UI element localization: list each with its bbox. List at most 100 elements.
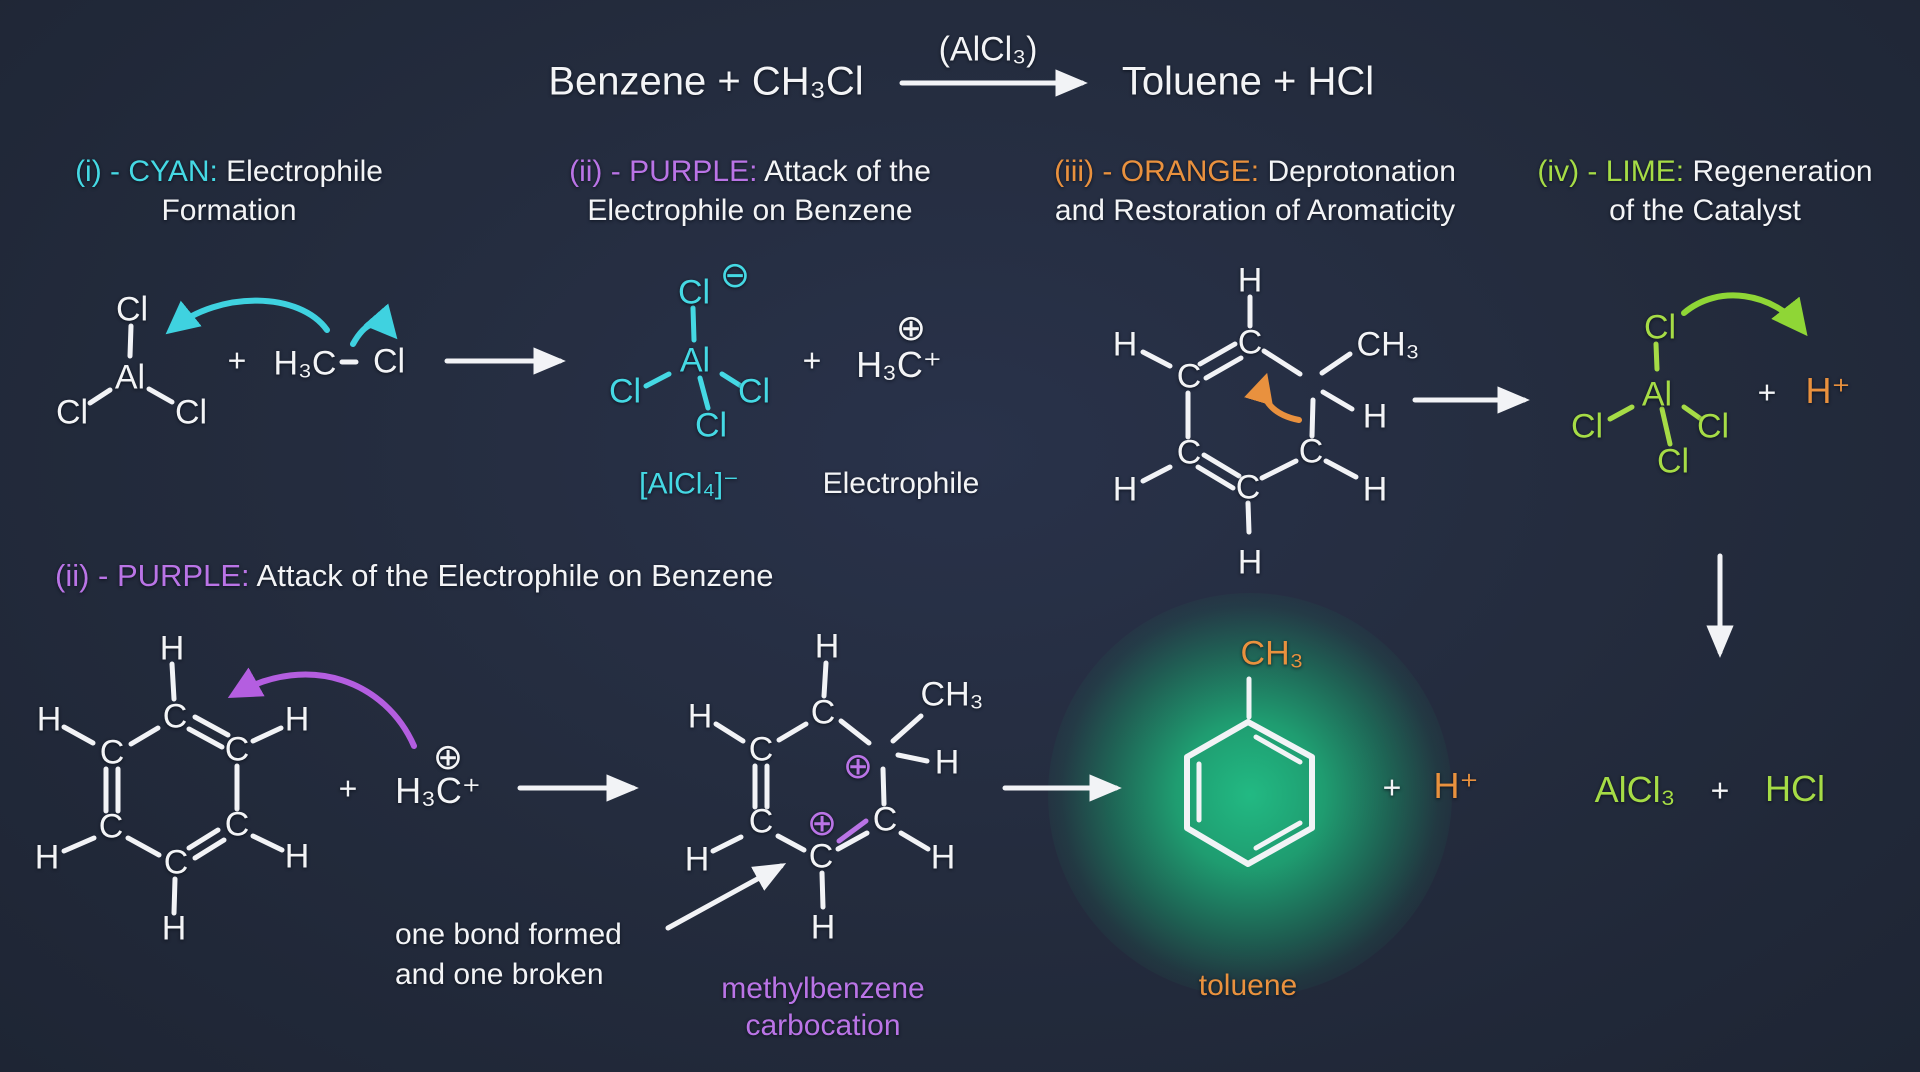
atom-cl: Cl xyxy=(1696,407,1730,446)
heading-step1-prefix: (i) - CYAN: xyxy=(75,155,218,188)
atom-cl: Cl xyxy=(1643,308,1677,347)
atom-h: H xyxy=(687,697,713,736)
heading-step2-full-prefix: (ii) - PURPLE: xyxy=(55,558,250,593)
title-reactants: Benzene + CH₃Cl xyxy=(548,59,864,104)
atom-h3c: H₃C xyxy=(273,344,337,383)
atom-cl: Cl xyxy=(1656,442,1690,481)
plus-charge-icon: ⊕ xyxy=(432,736,464,777)
atom-h: H xyxy=(284,700,310,739)
atom-h: H xyxy=(1112,325,1138,364)
heading-step1-text: Electrophile xyxy=(226,155,383,188)
heading-step3-prefix: (iii) - ORANGE: xyxy=(1054,155,1260,188)
atom-c: C xyxy=(808,837,834,876)
heading-step3: (iii) - ORANGE: Deprotonation and Restor… xyxy=(1025,152,1485,230)
toluene-label: toluene xyxy=(1198,969,1298,1002)
atom-h: H xyxy=(36,700,62,739)
atom-h: H xyxy=(1362,470,1388,509)
atom-cl: Cl xyxy=(1570,407,1604,446)
atom-h: H xyxy=(1362,397,1388,436)
atom-c: C xyxy=(224,805,250,844)
atom-h: H xyxy=(810,908,836,947)
heading-step4-line2: of the Catalyst xyxy=(1609,194,1801,227)
plus-charge-icon: ⊕ xyxy=(806,802,838,843)
cyan-curved-arrow-large xyxy=(165,297,330,335)
atom-c: C xyxy=(748,802,774,841)
atom-h: H xyxy=(814,627,840,666)
atom-c: C xyxy=(1176,433,1202,472)
atom-h: H xyxy=(161,909,187,948)
carbocation-label-line2: carbocation xyxy=(745,1009,901,1042)
methyl-group: CH₃ xyxy=(1356,325,1420,364)
title-catalyst: (AlCl₃) xyxy=(938,30,1038,69)
cyan-curved-arrow-small xyxy=(350,303,398,347)
atom-c: C xyxy=(1237,323,1263,362)
atom-c: C xyxy=(98,807,124,846)
purple-partial-bond xyxy=(836,818,869,844)
heading-step2-text: Attack of the xyxy=(764,155,931,188)
electrophile-caption: Electrophile xyxy=(822,467,980,500)
annotation-line1: one bond formed xyxy=(395,918,622,951)
atom-al: Al xyxy=(1641,375,1673,414)
atom-c: C xyxy=(1298,432,1324,471)
atom-c: C xyxy=(748,730,774,769)
atom-cl: Cl xyxy=(677,273,711,312)
plus-charge-icon: ⊕ xyxy=(895,307,927,348)
atom-h: H xyxy=(34,838,60,877)
atom-c: C xyxy=(163,843,189,882)
methyl-cation-formula: H₃C⁺ xyxy=(395,770,481,811)
atom-cl: Cl xyxy=(608,372,642,411)
methyl-cation-formula: H₃C⁺ xyxy=(856,344,942,385)
atom-c: C xyxy=(810,693,836,732)
atom-c: C xyxy=(224,730,250,769)
atom-h: H xyxy=(1237,543,1263,582)
annotation-line2: and one broken xyxy=(395,958,604,991)
plus-sign: + xyxy=(802,342,822,379)
alcl4-label: [AlCl₄]⁻ xyxy=(639,467,739,501)
plus-sign: + xyxy=(1382,769,1402,806)
proton-label: H⁺ xyxy=(1805,370,1851,411)
atom-cl: Cl xyxy=(55,393,89,432)
plus-sign: + xyxy=(227,342,247,379)
atom-c: C xyxy=(99,733,125,772)
heading-step2-full-text: Attack of the Electrophile on Benzene xyxy=(256,558,774,593)
heading-step2: (ii) - PURPLE: Attack of the Electrophil… xyxy=(520,152,980,230)
methyl-group: CH₃ xyxy=(1240,634,1304,673)
carbocation-label-line1: methylbenzene xyxy=(721,972,925,1005)
atom-h: H xyxy=(1112,470,1138,509)
atom-cl: Cl xyxy=(115,290,149,329)
heading-step2-line2: Electrophile on Benzene xyxy=(587,194,913,227)
heading-step4-prefix: (iv) - LIME: xyxy=(1537,155,1685,188)
atom-h: H xyxy=(684,840,710,879)
atom-c: C xyxy=(162,697,188,736)
atom-al: Al xyxy=(679,341,711,380)
heading-step3-text: Deprotonation xyxy=(1267,155,1456,188)
minus-charge-icon: ⊖ xyxy=(719,254,751,295)
atom-cl: Cl xyxy=(372,342,406,381)
atom-h: H xyxy=(284,837,310,876)
purple-curved-arrow xyxy=(227,667,417,749)
atom-c: C xyxy=(872,800,898,839)
plus-sign: + xyxy=(1757,374,1777,411)
atom-h: H xyxy=(934,743,960,782)
plus-sign: + xyxy=(1710,772,1730,809)
heading-step1-line2: Formation xyxy=(161,194,297,227)
atom-cl: Cl xyxy=(174,393,208,432)
title-products: Toluene + HCl xyxy=(1121,59,1375,104)
plus-sign: + xyxy=(338,770,358,807)
heading-step1: (i) - CYAN: Electrophile Formation xyxy=(0,152,459,230)
proton-label: H⁺ xyxy=(1433,765,1479,806)
atom-h: H xyxy=(159,629,185,668)
atom-c: C xyxy=(1176,357,1202,396)
atom-c: C xyxy=(1235,468,1261,507)
atom-al: Al xyxy=(114,358,146,397)
methyl-group: CH₃ xyxy=(920,675,984,714)
lime-curved-arrow xyxy=(1681,292,1808,337)
atom-h: H xyxy=(930,838,956,877)
atom-cl: Cl xyxy=(737,372,771,411)
plus-charge-icon: ⊕ xyxy=(842,745,874,786)
heading-step4-text: Regeneration xyxy=(1692,155,1873,188)
alcl3-product: AlCl₃ xyxy=(1594,769,1676,810)
atom-cl: Cl xyxy=(694,406,728,445)
atom-h: H xyxy=(1237,261,1263,300)
